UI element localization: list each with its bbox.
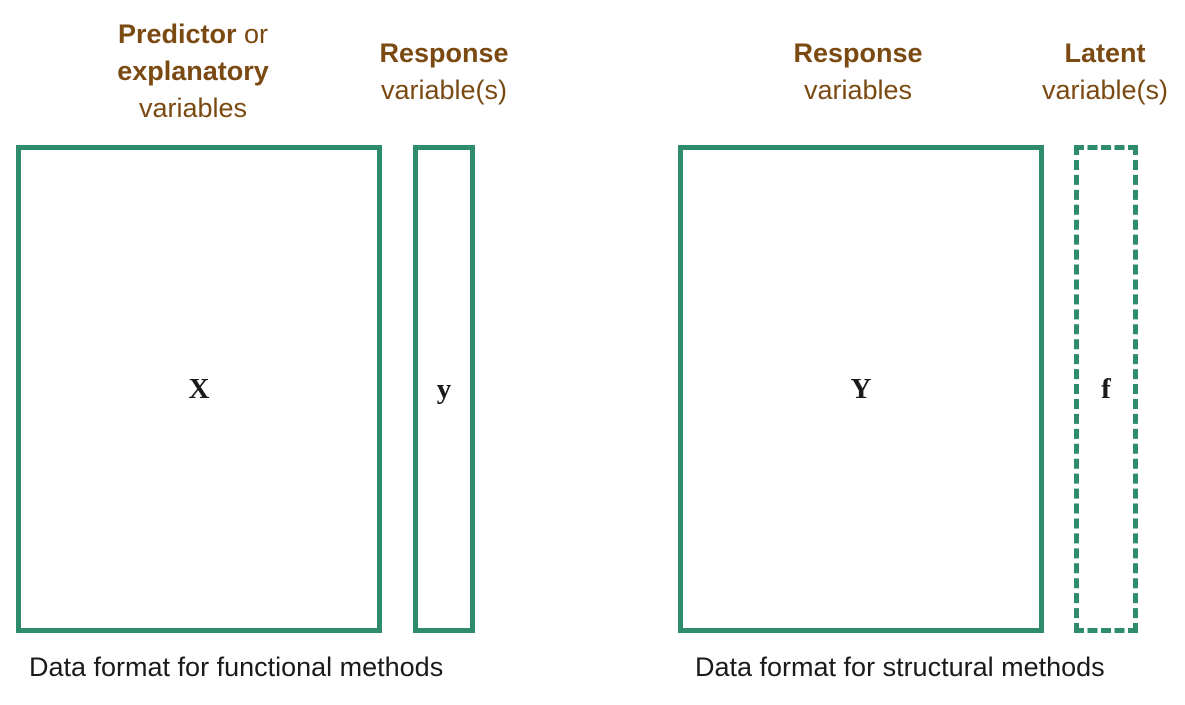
response-variable-label-left: Response variable(s) (364, 35, 524, 109)
response-word-left: Response (379, 38, 509, 68)
response-variables-label-right: Response variables (778, 35, 938, 109)
latent-variables-word: variable(s) (1041, 75, 1169, 105)
matrix-x-symbol: X (188, 372, 210, 405)
vector-f-symbol: f (1101, 372, 1111, 405)
explanatory-word: explanatory (117, 56, 269, 86)
response-word-right: Response (793, 38, 923, 68)
predictor-matrix-box: X (16, 145, 382, 633)
latent-word: Latent (1064, 38, 1146, 68)
functional-methods-caption: Data format for functional methods (29, 652, 444, 682)
structural-methods-caption: Data format for structural methods (695, 652, 1105, 682)
latent-vector-box: f (1074, 145, 1138, 633)
matrix-y-symbol: Y (850, 372, 872, 405)
variables-word-right: variables (803, 75, 913, 105)
response-matrix-box: Y (678, 145, 1044, 633)
latent-variable-label: Latent variable(s) (1030, 35, 1180, 109)
variables-word-left: variable(s) (380, 75, 508, 105)
variables-word: variables (138, 93, 248, 123)
response-vector-box: y (413, 145, 475, 633)
predictor-variables-label: Predictor or explanatory variables (88, 16, 298, 127)
predictor-word: Predictor (117, 19, 237, 49)
vector-y-symbol: y (436, 372, 452, 405)
or-word: or (236, 19, 269, 49)
